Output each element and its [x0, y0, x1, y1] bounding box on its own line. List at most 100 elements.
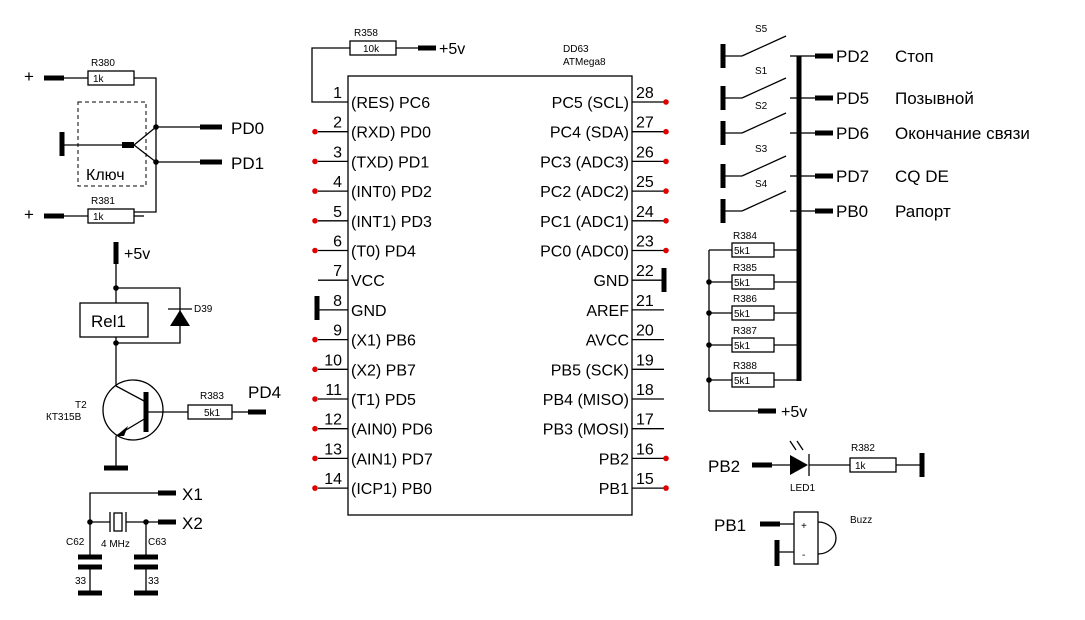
pin-label: (ICP1) PB0 [351, 481, 432, 498]
pin-number: 17 [636, 412, 654, 429]
pin-marker [663, 99, 669, 105]
switch-pin: PD6 [836, 124, 869, 143]
pin-label: (X1) PB6 [351, 333, 416, 350]
pin-label: PB2 [599, 451, 629, 468]
pin-label: PC1 (ADC1) [540, 214, 629, 231]
buzzer-horn [817, 521, 837, 555]
pin-number: 19 [636, 352, 654, 369]
pin-number: 15 [636, 471, 654, 488]
pullup-ref: R388 [733, 361, 757, 372]
pin-marker [312, 218, 318, 224]
relay-body [79, 302, 149, 338]
pin-label: (AIN0) PD6 [351, 422, 433, 439]
pin-number: 20 [636, 323, 654, 340]
pin-label: (T1) PD5 [351, 392, 416, 409]
transistor-ref: T2 [75, 400, 87, 411]
pin-label: (X2) PB7 [351, 362, 416, 379]
relay-vcc-label: +5v [124, 246, 150, 263]
pin-number: 6 [333, 234, 342, 251]
switch-label: Окончание связи [895, 124, 1030, 143]
led-pin-label: PB2 [708, 457, 740, 476]
r380-ref: R380 [91, 58, 115, 69]
switch-ref: S4 [755, 179, 768, 190]
switch-pin: PD7 [836, 167, 869, 186]
mcu-body [347, 75, 633, 516]
pin-number: 12 [324, 412, 342, 429]
pin-marker [312, 336, 318, 343]
c62-ref: C62 [66, 537, 85, 548]
pin-number: 26 [636, 144, 654, 161]
crystal-x1-label: X1 [182, 485, 203, 504]
r358-value: 10k [363, 44, 380, 55]
r382-ref: R382 [851, 443, 875, 454]
r358-ref: R358 [354, 28, 378, 39]
pullup-vcc-label: +5v [781, 404, 807, 421]
key-plus-bottom: + [24, 205, 34, 224]
reset-pullup: R358 10k +5v [311, 28, 465, 103]
pin-label: PC2 (ADC2) [540, 184, 629, 201]
relay-input-label: PD4 [248, 383, 281, 402]
pin-marker [312, 158, 318, 165]
relay-driver: +5v Rel1 D39 T2 КТ315В R383 5k1 PD4 [46, 242, 281, 471]
switch-contact [741, 155, 787, 177]
pin-number: 10 [324, 352, 342, 369]
key-out2-label: PD1 [231, 154, 264, 173]
pin-label: PB5 (SCK) [551, 362, 629, 379]
pin-number: 2 [333, 115, 342, 132]
transistor-type: КТ315В [46, 412, 82, 423]
pin-number: 7 [333, 263, 342, 280]
switch-label: Позывной [895, 89, 974, 108]
switch-label: CQ DE [895, 167, 949, 186]
pin-marker [663, 485, 669, 491]
pullup-value: 5k1 [734, 376, 751, 387]
pullup-value: 5k1 [734, 246, 751, 257]
switch-pin: PD2 [836, 47, 869, 66]
r358-vcc-label: +5v [439, 41, 465, 58]
pin-marker [312, 396, 318, 402]
pin-marker [663, 247, 669, 254]
pin-number: 11 [325, 382, 342, 399]
reset-wire [311, 47, 350, 103]
pin-label: (T0) PD4 [351, 244, 416, 261]
pin-number: 21 [636, 293, 654, 310]
pin-label: GND [351, 303, 387, 320]
pin-label: PB4 (MISO) [543, 392, 629, 409]
pin-number: 18 [636, 382, 654, 399]
emitter-arrow [116, 426, 128, 436]
r381-ref: R381 [91, 196, 115, 207]
buzzer-label: Buzz [850, 515, 872, 526]
r381-value: 1k [93, 212, 105, 223]
diode-ref: D39 [194, 304, 213, 315]
pin-marker [663, 188, 669, 194]
r383-value: 5k1 [204, 408, 221, 419]
pin-marker [312, 188, 318, 194]
pin-label: (RES) PC6 [351, 95, 430, 112]
pin-number: 28 [636, 85, 654, 102]
switch-contact [741, 77, 787, 99]
pullup-value: 5k1 [734, 278, 751, 289]
pin-label: PB3 (MOSI) [543, 422, 629, 439]
pin-marker [312, 247, 318, 254]
switch-ref: S1 [755, 66, 768, 77]
pin-label: (INT1) PD3 [351, 214, 432, 231]
led-icon [790, 455, 808, 475]
pin-number: 9 [333, 323, 342, 340]
pin-label: PC5 (SCL) [552, 95, 629, 112]
r382-value: 1k [855, 461, 867, 472]
buzzer-plus: + [801, 521, 807, 532]
key-out1-label: PD0 [231, 119, 264, 138]
led-light-arrow [789, 440, 797, 451]
pin-label: (RXD) PD0 [351, 125, 431, 142]
led-ref: LED1 [790, 483, 815, 494]
pin-label: (INT0) PD2 [351, 184, 432, 201]
relay-name: Rel1 [91, 312, 126, 331]
pin-number: 3 [333, 144, 342, 161]
key-right-wire [134, 77, 157, 213]
